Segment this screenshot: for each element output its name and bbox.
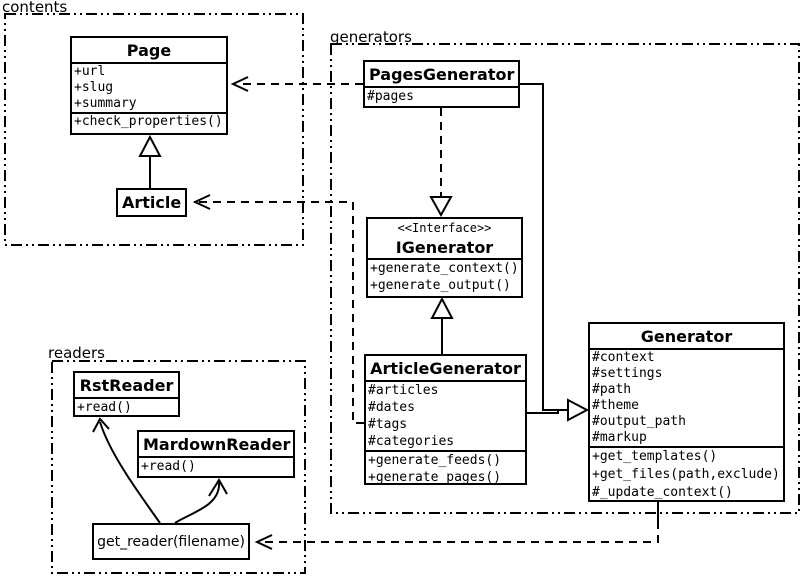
attribute: #settings	[592, 366, 663, 381]
separator	[72, 112, 226, 114]
attribute: #path	[592, 382, 632, 397]
method: #_update_context()	[592, 485, 733, 500]
attribute: +summary	[74, 96, 137, 111]
edge-generator-to-getreader	[254, 502, 659, 550]
attribute: #articles	[368, 383, 439, 398]
separator	[368, 258, 521, 260]
method: +read()	[77, 400, 132, 415]
function-get-reader-label: get_reader(filename)	[97, 533, 245, 550]
class-articlegenerator: ArticleGenerator #articles #dates #tags …	[364, 354, 527, 485]
separator	[72, 62, 226, 64]
separator	[590, 348, 783, 350]
separator	[590, 446, 783, 448]
edge-articlegenerator-to-article	[192, 194, 364, 424]
class-generator-name: Generator	[640, 327, 733, 346]
attribute: #context	[592, 350, 655, 365]
package-label-contents: contents	[2, 0, 68, 16]
edge-article-to-page	[138, 134, 162, 188]
separator	[366, 450, 525, 452]
edge-pagesgenerator-to-igenerator	[429, 108, 453, 218]
method: +get_templates()	[592, 449, 718, 464]
separator	[366, 380, 525, 382]
class-igenerator: <<Interface>> IGenerator +generate_conte…	[366, 217, 523, 298]
edge-pagesgenerator-to-page	[230, 76, 363, 92]
attribute: +url	[74, 64, 106, 79]
method: +generate_output()	[370, 278, 511, 293]
class-articlegenerator-attributes: #articles #dates #tags #categories	[366, 382, 525, 450]
class-articlegenerator-methods: +generate_feeds() +generate_pages()	[366, 452, 525, 486]
attribute: #theme	[592, 398, 639, 413]
class-page-attributes: +url +slug +summary	[72, 64, 226, 112]
method: +read()	[141, 459, 196, 474]
edge-generators-to-generator	[520, 83, 590, 422]
class-igenerator-name: IGenerator	[395, 238, 494, 257]
edge-getreader-to-mardownreader	[174, 478, 228, 524]
method: +generate_pages()	[368, 470, 502, 485]
method: +generate_context()	[370, 261, 519, 276]
attribute: #categories	[368, 434, 455, 449]
package-label-readers: readers	[48, 344, 105, 362]
class-igenerator-stereotype: <<Interface>>	[397, 221, 492, 235]
attribute: #dates	[368, 400, 415, 415]
class-pagesgenerator-name: PagesGenerator	[369, 65, 515, 84]
class-igenerator-methods: +generate_context() +generate_output()	[368, 260, 521, 294]
class-page: Page +url +slug +summary +check_properti…	[70, 36, 228, 135]
class-rstreader-methods: +read()	[75, 399, 178, 416]
method: +get_files(path,exclude)	[592, 467, 780, 482]
separator	[365, 86, 518, 88]
class-generator-attributes: #context #settings #path #theme #output_…	[590, 350, 783, 446]
attribute: #pages	[367, 89, 414, 104]
class-rstreader: RstReader +read()	[73, 371, 180, 417]
class-article: Article	[116, 188, 187, 217]
attribute: #tags	[368, 417, 408, 432]
class-page-name: Page	[126, 41, 172, 60]
class-rstreader-name: RstReader	[79, 376, 174, 395]
class-article-name: Article	[122, 193, 182, 212]
separator	[139, 456, 293, 458]
class-mardownreader-methods: +read()	[139, 458, 293, 476]
class-generator: Generator #context #settings #path #them…	[588, 322, 785, 502]
class-generator-methods: +get_templates() +get_files(path,exclude…	[590, 448, 783, 502]
class-articlegenerator-name: ArticleGenerator	[370, 359, 521, 378]
class-mardownreader: MardownReader +read()	[137, 430, 295, 478]
attribute: +slug	[74, 80, 114, 95]
attribute: #markup	[592, 430, 647, 445]
function-get-reader: get_reader(filename)	[92, 523, 250, 560]
class-pagesgenerator: PagesGenerator #pages	[363, 60, 520, 108]
class-pagesgenerator-attributes: #pages	[365, 88, 518, 106]
class-mardownreader-name: MardownReader	[143, 435, 291, 454]
method: +check_properties()	[74, 114, 223, 129]
attribute: #output_path	[592, 414, 686, 429]
method: +generate_feeds()	[368, 453, 502, 468]
edge-articlegenerator-to-igenerator	[430, 296, 454, 354]
separator	[75, 397, 178, 399]
class-page-methods: +check_properties()	[72, 114, 226, 130]
package-label-generators: generators	[330, 28, 412, 46]
